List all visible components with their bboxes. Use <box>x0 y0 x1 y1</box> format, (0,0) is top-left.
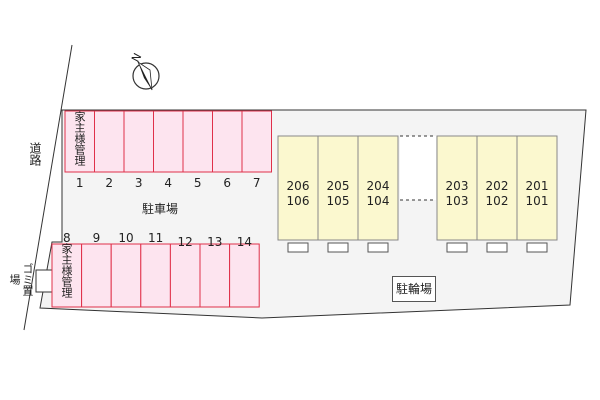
owner-label-bottom: 家主様管理 <box>60 243 73 298</box>
parking-space <box>182 110 213 173</box>
parking-space-number: 5 <box>193 176 202 190</box>
parking-row-bottom <box>51 243 260 308</box>
parking-space <box>81 243 112 308</box>
parking-space <box>169 243 201 308</box>
unit-number-lower: 103 <box>445 194 469 208</box>
unit-number-lower: 102 <box>485 194 509 208</box>
unit-number-upper: 203 <box>445 179 469 193</box>
unit-entrance-step <box>526 242 548 253</box>
parking-space <box>94 110 125 173</box>
apartment-unit <box>516 135 558 241</box>
parking-space <box>140 243 171 308</box>
owner-label-top: 家主様管理 <box>73 111 86 166</box>
unit-entrance-step <box>446 242 468 253</box>
parking-space-number: 10 <box>118 231 134 245</box>
parking-space-number: 11 <box>147 231 164 245</box>
parking-space-number: 12 <box>177 235 193 249</box>
parking-space <box>153 110 184 173</box>
parking-space-number: 8 <box>62 231 71 245</box>
parking-space-number: 9 <box>92 231 101 245</box>
unit-number-upper: 204 <box>366 179 390 193</box>
parking-space-number: 6 <box>223 176 232 190</box>
parking-space-number: 3 <box>134 176 143 190</box>
road-boundary-line <box>23 44 73 331</box>
garbage-area <box>35 269 53 293</box>
unit-entrance-step <box>367 242 389 253</box>
apartment-unit <box>436 135 478 241</box>
parking-space <box>229 243 260 308</box>
parking-space-number: 4 <box>164 176 173 190</box>
unit-number-upper: 201 <box>525 179 549 193</box>
parking-space <box>123 110 154 173</box>
unit-number-lower: 106 <box>286 194 310 208</box>
parking-space <box>110 243 142 308</box>
unit-number-upper: 202 <box>485 179 509 193</box>
apartment-unit <box>317 135 359 241</box>
parking-row-top <box>64 110 272 173</box>
apartment-unit <box>476 135 518 241</box>
north-compass <box>132 60 160 91</box>
unit-entrance-step <box>486 242 508 253</box>
road-label: 道路 <box>28 142 42 166</box>
apartment-unit <box>357 135 399 241</box>
unit-number-lower: 104 <box>366 194 390 208</box>
parking-space <box>199 243 231 308</box>
apartment-unit <box>277 135 319 241</box>
parking-label: 駐車場 <box>142 202 179 216</box>
unit-entrance-step <box>287 242 309 253</box>
bicycle-parking-label: 駐輪場 <box>392 276 436 302</box>
parking-space-number: 14 <box>236 235 253 249</box>
unit-number-upper: 205 <box>326 179 350 193</box>
unit-number-upper: 206 <box>286 179 310 193</box>
parking-space <box>241 110 272 173</box>
parking-space-number: 1 <box>75 176 84 190</box>
parking-space-number: 13 <box>207 235 223 249</box>
building-gap <box>400 136 436 200</box>
building-units <box>277 135 558 253</box>
parking-space <box>51 243 83 308</box>
parking-space <box>212 110 243 173</box>
unit-number-lower: 105 <box>326 194 350 208</box>
unit-entrance-step <box>327 242 349 253</box>
garbage-label: ゴミ置場 <box>8 262 34 296</box>
unit-number-lower: 101 <box>525 194 549 208</box>
parking-space-number: 2 <box>105 176 114 190</box>
parking-space-number: 7 <box>252 176 261 190</box>
